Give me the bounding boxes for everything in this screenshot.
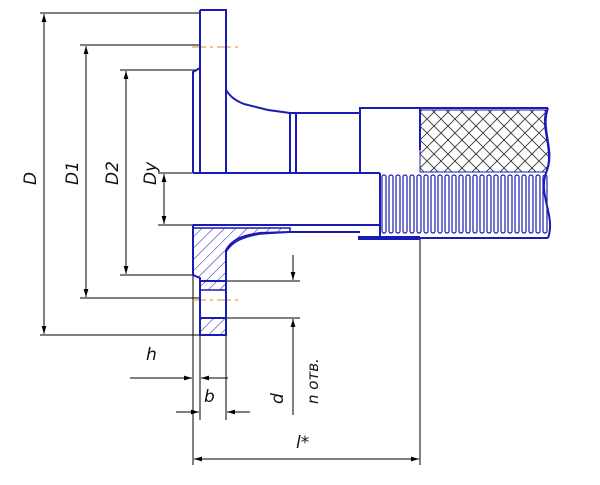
- corrugation-ridge: [451, 174, 457, 234]
- flange-section-hatch-lower: [199, 317, 227, 336]
- corrugation-ridge: [388, 174, 394, 234]
- corrugation-ridge: [500, 174, 506, 234]
- label-n-holes: n отв.: [304, 358, 322, 404]
- corrugation-ridge: [507, 174, 513, 234]
- label-D2: D2: [103, 161, 123, 185]
- flange-section-hatch-upper-hub: [192, 227, 291, 291]
- label-Dy: Dy: [141, 161, 161, 185]
- dimension-lines: [40, 12, 421, 465]
- label-b: b: [204, 387, 215, 407]
- label-D: D: [21, 172, 41, 185]
- corrugation-ridge: [381, 174, 387, 234]
- corrugation-ridge: [535, 174, 541, 234]
- corrugation-ridge: [402, 174, 408, 234]
- label-d: d: [268, 393, 288, 404]
- corrugation-ridge: [542, 174, 548, 234]
- corrugation-ridge: [430, 174, 436, 234]
- hose-braid: [419, 109, 550, 173]
- corrugation-ridge: [465, 174, 471, 234]
- corrugation-ridge: [514, 174, 520, 234]
- hose-corrugation: [381, 174, 548, 234]
- dimension-labels: D D1 D2 Dy h b d n отв. l*: [21, 161, 322, 453]
- corrugation-ridge: [528, 174, 534, 234]
- corrugation-ridge: [444, 174, 450, 234]
- corrugation-ridge: [486, 174, 492, 234]
- corrugation-ridge: [472, 174, 478, 234]
- corrugation-ridge: [416, 174, 422, 234]
- corrugation-ridge: [395, 174, 401, 234]
- corrugation-ridge: [521, 174, 527, 234]
- corrugation-ridge: [493, 174, 499, 234]
- corrugation-ridge: [479, 174, 485, 234]
- corrugation-ridge: [437, 174, 443, 234]
- label-L: l*: [296, 433, 309, 453]
- corrugation-ridge: [409, 174, 415, 234]
- label-D1: D1: [63, 161, 83, 185]
- corrugation-ridge: [423, 174, 429, 234]
- corrugation-ridge: [458, 174, 464, 234]
- label-h: h: [146, 345, 157, 365]
